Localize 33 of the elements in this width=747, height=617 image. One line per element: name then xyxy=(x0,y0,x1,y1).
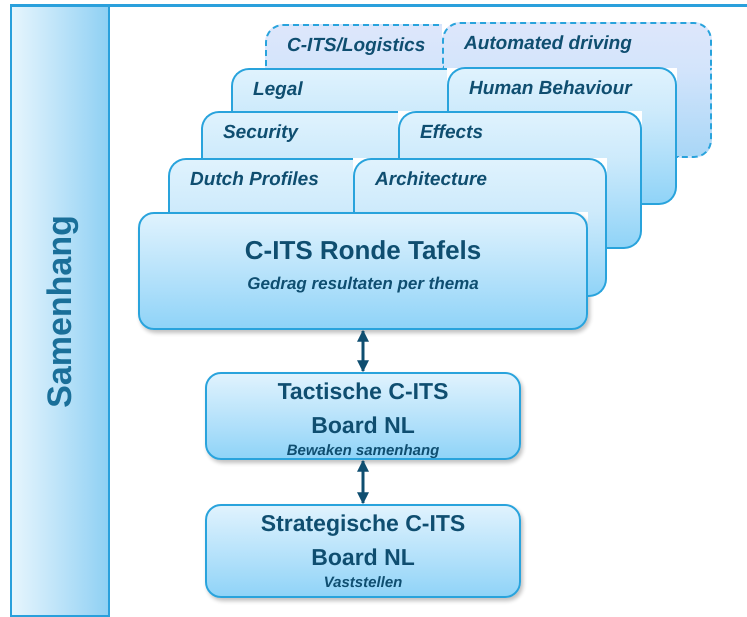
topic-card-tab xyxy=(447,67,677,111)
board-box xyxy=(205,504,521,598)
band-label: Samenhang xyxy=(40,214,80,408)
topic-label: C-ITS/Logistics xyxy=(287,34,426,58)
box-subtitle: Bewaken samenhang xyxy=(286,442,440,461)
box-subtitle: Vaststellen xyxy=(324,574,402,593)
topic-card-tab xyxy=(231,68,447,111)
double-arrow xyxy=(357,460,369,504)
topic-label: Legal xyxy=(253,78,303,102)
topic-card-tab xyxy=(442,22,712,68)
box-title: Strategische C-ITS Board NL xyxy=(260,509,466,572)
card-edge xyxy=(607,158,642,249)
side-band xyxy=(10,5,110,617)
topic-card-tab xyxy=(398,111,642,158)
box-subtitle: Gedrag resultaten per thema xyxy=(247,272,479,294)
box-title: Tactische C-ITS Board NL xyxy=(276,377,450,440)
topic-card-tab xyxy=(201,111,398,158)
topic-label: Automated driving xyxy=(464,32,632,56)
topic-card-tab xyxy=(353,158,607,212)
double-arrow xyxy=(357,330,369,372)
topic-label: Security xyxy=(223,121,298,145)
card-edge xyxy=(677,68,712,158)
topic-label: Effects xyxy=(420,121,484,145)
card-edge xyxy=(642,111,677,205)
box-title: C-ITS Ronde Tafels xyxy=(244,234,482,266)
topic-label: Dutch Profiles xyxy=(190,168,319,192)
topic-label: Architecture xyxy=(375,168,487,192)
board-box xyxy=(138,212,588,330)
topic-card-tab xyxy=(168,158,353,212)
topic-card-tab xyxy=(265,24,442,68)
topic-label: Human Behaviour xyxy=(469,77,632,101)
board-box xyxy=(205,372,521,460)
card-edge xyxy=(588,212,607,297)
